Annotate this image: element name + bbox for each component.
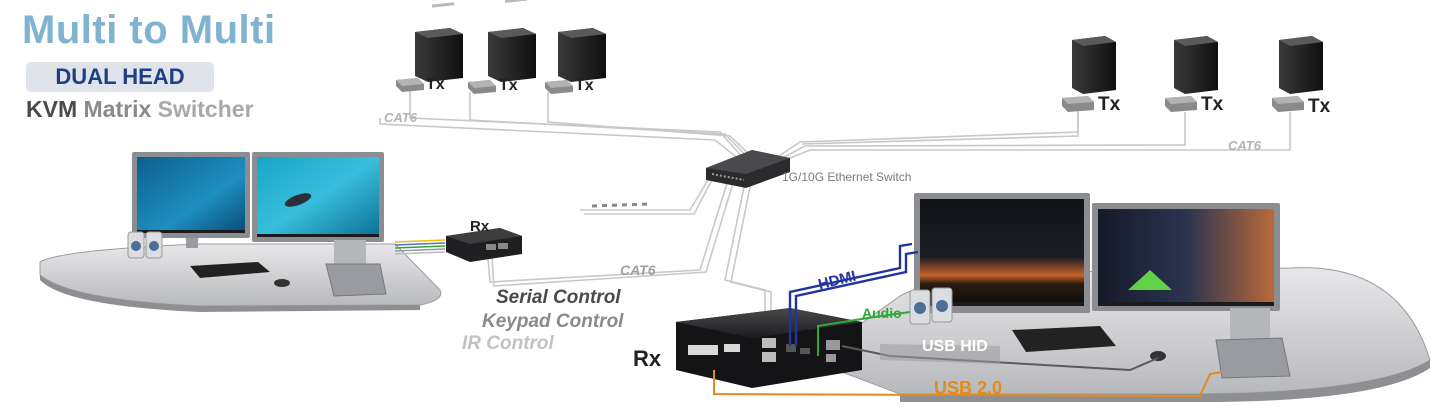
tx-label-6: Tx <box>1308 96 1331 117</box>
diagram-subtitle: KVM Matrix Switcher <box>26 96 254 123</box>
switch-label: 1G/10G Ethernet Switch <box>782 170 912 184</box>
cat6-label-mid: CAT6 <box>620 262 656 278</box>
rx-label-left: Rx <box>470 218 490 235</box>
main-rx-device <box>676 308 862 388</box>
left-keyboard <box>190 262 270 278</box>
left-speakers <box>127 231 163 259</box>
right-mouse <box>1150 351 1166 361</box>
hdmi-cables <box>788 242 919 346</box>
cat6-label-right: CAT6 <box>1228 138 1261 153</box>
usb2-cable <box>713 370 1223 398</box>
rx-label-main: Rx <box>633 346 662 371</box>
tx-extender-6 <box>1272 96 1304 112</box>
tx-extender-2 <box>468 80 496 94</box>
dual-head-badge: DUAL HEAD <box>26 62 214 92</box>
diagram-title: Multi to Multi <box>22 8 276 52</box>
tx-label-4: Tx <box>1098 94 1121 115</box>
left-mouse <box>274 279 290 287</box>
ethernet-switch <box>706 150 790 188</box>
tx-extender-1 <box>396 78 424 92</box>
tx-computer-5 <box>1174 36 1218 94</box>
audio-cable <box>817 311 911 356</box>
tx-extender-3 <box>545 80 573 94</box>
tx-computer-4 <box>1072 36 1116 94</box>
subtitle-matrix: Matrix <box>83 96 152 122</box>
left-monitor-1 <box>132 152 250 248</box>
subtitle-switcher: Switcher <box>157 96 254 122</box>
tx-label-2: Tx <box>499 77 518 94</box>
cat6-label-left: CAT6 <box>384 110 417 125</box>
tx-label-5: Tx <box>1201 94 1224 115</box>
keypad-control-label: Keypad Control <box>482 311 624 332</box>
more-connections-dots <box>591 202 651 208</box>
tx-extender-4 <box>1062 96 1094 112</box>
right-monitor-stand <box>1215 308 1291 379</box>
tx-label-1: Tx <box>426 76 445 93</box>
tx-computer-1 <box>415 0 463 82</box>
left-monitor-2 <box>252 152 384 242</box>
serial-control-label: Serial Control <box>496 287 621 308</box>
left-rx-device <box>446 228 522 262</box>
cat6-cables-right <box>769 110 1291 163</box>
tx-extender-5 <box>1165 96 1197 112</box>
dual-head-badge-text: DUAL HEAD <box>55 64 185 89</box>
ir-control-label: IR Control <box>462 333 554 354</box>
usb2-label: USB 2.0 <box>934 378 1003 398</box>
right-speakers <box>909 287 953 325</box>
left-desk-cables <box>394 239 446 255</box>
right-monitor-2 <box>1092 203 1280 311</box>
tx-label-3: Tx <box>575 77 594 94</box>
tx-computer-6 <box>1279 36 1323 94</box>
subtitle-kvm: KVM <box>26 96 78 122</box>
tx-computer-3 <box>558 28 606 82</box>
usb-hid-label-bg <box>880 344 1000 364</box>
tx-computer-2 <box>488 0 536 82</box>
right-keyboard <box>1012 326 1116 352</box>
left-monitor-stand <box>325 240 387 297</box>
cat6-cables-left <box>379 90 756 161</box>
usb-hid-label: USB HID <box>922 338 988 355</box>
audio-label: Audio <box>862 305 902 321</box>
usb-hid-cable <box>841 345 1159 372</box>
right-monitor-1 <box>914 193 1090 313</box>
